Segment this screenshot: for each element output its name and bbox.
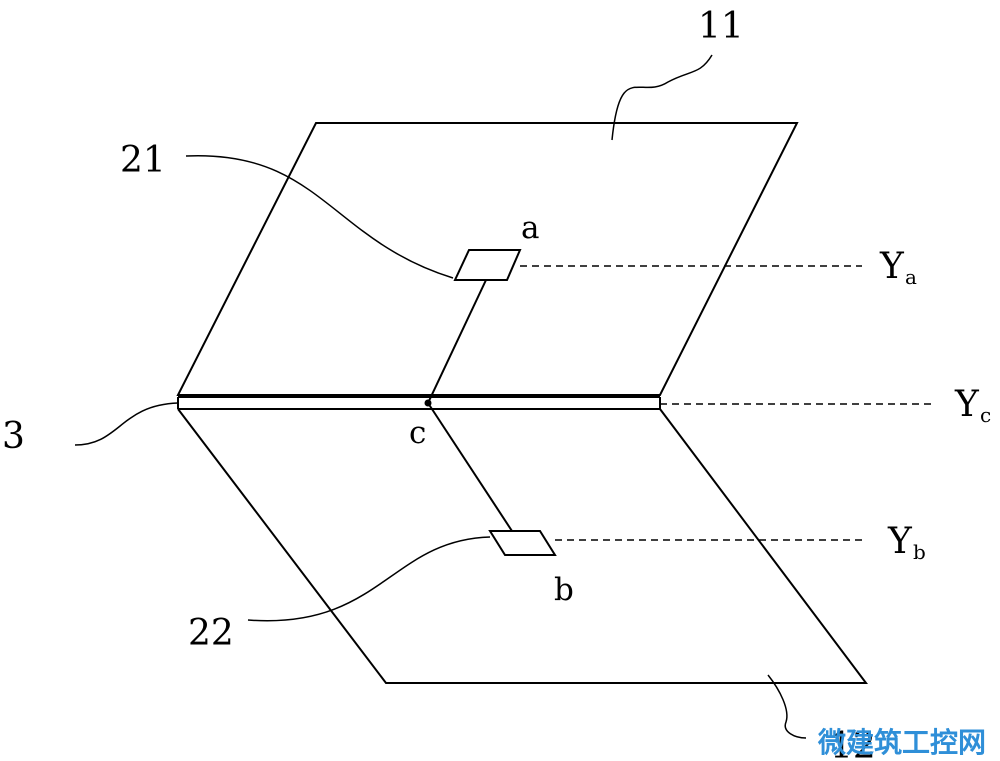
label-22: 22 bbox=[188, 613, 234, 654]
top-panel bbox=[176, 122, 799, 396]
svg-text:Y: Y bbox=[879, 246, 905, 287]
svg-text:Y: Y bbox=[887, 521, 913, 562]
svg-text:Y: Y bbox=[954, 384, 980, 425]
label-axis-c: Y c bbox=[954, 384, 991, 427]
label-point-a: a bbox=[521, 210, 539, 246]
hinge bbox=[177, 396, 661, 410]
label-axis-b: Y b bbox=[887, 521, 926, 564]
svg-text:c: c bbox=[980, 403, 991, 427]
label-12: 12 bbox=[830, 726, 876, 761]
sensor-a bbox=[453, 249, 522, 281]
leader-3 bbox=[74, 402, 179, 446]
leader-22 bbox=[247, 536, 491, 622]
label-point-b: b bbox=[554, 572, 574, 608]
label-3: 3 bbox=[2, 416, 25, 457]
sensor-b bbox=[488, 530, 557, 556]
leader-11 bbox=[611, 54, 713, 141]
bottom-panel bbox=[177, 408, 869, 684]
watermark: 微建筑工控网 bbox=[817, 726, 986, 759]
label-axis-a: Y a bbox=[879, 246, 917, 289]
label-21: 21 bbox=[120, 140, 166, 181]
label-point-c: c bbox=[409, 415, 426, 451]
connector-a-c bbox=[427, 279, 487, 404]
label-11: 11 bbox=[698, 6, 744, 47]
connector-c-b bbox=[427, 402, 513, 532]
svg-text:a: a bbox=[905, 265, 917, 289]
leader-12 bbox=[767, 674, 807, 739]
leader-21 bbox=[185, 155, 454, 279]
svg-text:b: b bbox=[913, 540, 926, 564]
